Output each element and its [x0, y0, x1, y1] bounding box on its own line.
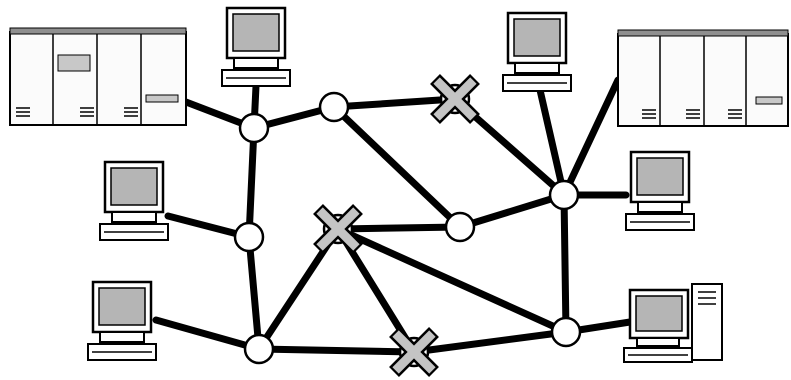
router-node — [238, 112, 270, 144]
network-link — [456, 191, 568, 231]
failed-node-x-icon — [430, 74, 480, 124]
failed-node-x-icon — [313, 204, 363, 254]
tower-computer-icon — [623, 283, 723, 363]
network-link — [560, 76, 622, 199]
network-link — [560, 191, 570, 336]
network-link — [330, 103, 464, 231]
desktop-computer-icon — [99, 160, 169, 241]
network-link — [334, 225, 570, 336]
router-node — [233, 221, 265, 253]
desktop-computer-icon — [221, 6, 291, 87]
router-node — [548, 179, 580, 211]
failed-node-x-icon — [389, 327, 439, 377]
router-node — [550, 316, 582, 348]
desktop-computer-icon — [502, 11, 572, 92]
router-nodes — [233, 74, 582, 377]
network-link — [330, 95, 459, 111]
network-link — [536, 86, 568, 199]
network-link — [255, 345, 418, 356]
network-link — [245, 233, 263, 353]
mainframe-server-icon — [617, 29, 789, 127]
network-link — [245, 124, 258, 241]
router-node — [444, 211, 476, 243]
network-link — [410, 328, 570, 356]
router-node — [318, 91, 350, 123]
router-node — [243, 333, 275, 365]
desktop-computer-icon — [87, 280, 157, 361]
mainframe-server-icon — [9, 27, 187, 126]
network-link — [152, 316, 263, 353]
network-link — [334, 223, 464, 233]
network-links — [152, 76, 634, 356]
desktop-computer-icon — [625, 150, 695, 231]
